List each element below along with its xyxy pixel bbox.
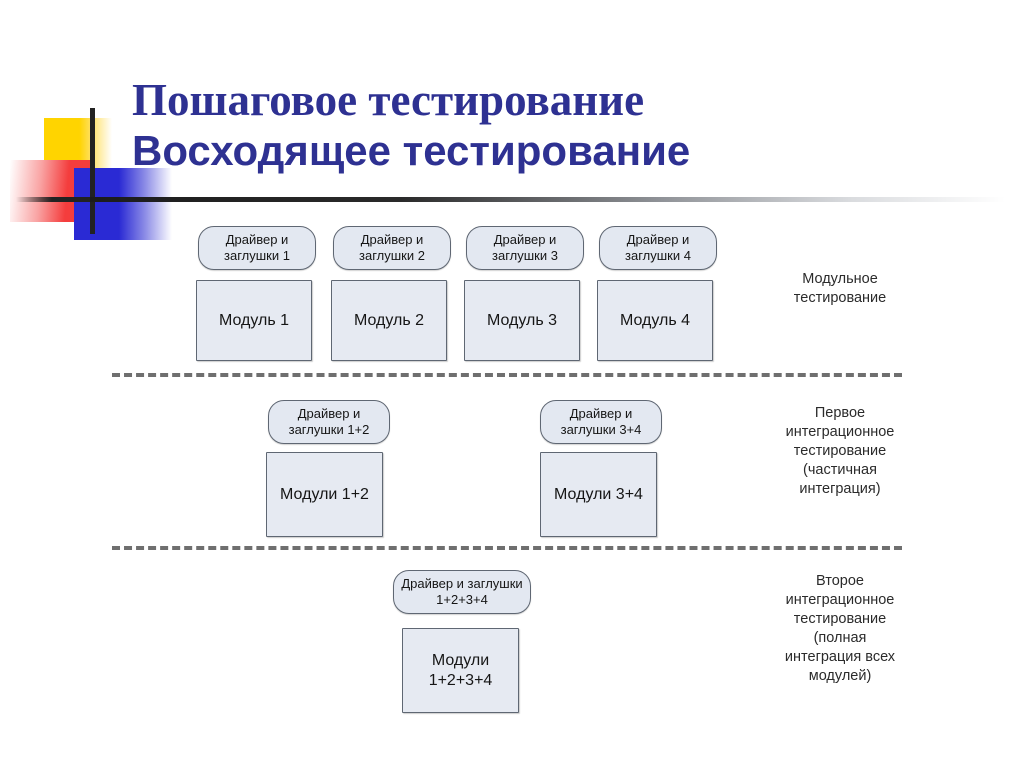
module-node[interactable]: Модули 1+2+3+4	[402, 628, 519, 713]
module-node[interactable]: Модуль 3	[464, 280, 580, 361]
decoration-horizontal-line-left	[16, 197, 96, 202]
driver-stub-node[interactable]: Драйвер и заглушки 4	[599, 226, 717, 270]
driver-stub-node[interactable]: Драйвер и заглушки 3	[466, 226, 584, 270]
driver-stub-node[interactable]: Драйвер и заглушки 1+2+3+4	[393, 570, 531, 614]
stage-caption-unit-testing: Модульное тестирование	[793, 271, 887, 306]
module-node[interactable]: Модули 3+4	[540, 452, 657, 537]
decoration-blue-square	[74, 168, 172, 240]
page-title: Пошаговое тестирование Восходящее тестир…	[132, 74, 892, 176]
driver-stub-node[interactable]: Драйвер и заглушки 2	[333, 226, 451, 270]
title-line-1: Пошаговое тестирование	[132, 75, 645, 125]
decoration-vertical-line	[90, 108, 95, 234]
stage-divider	[112, 373, 902, 377]
title-underline-rule	[90, 197, 1005, 202]
driver-stub-node[interactable]: Драйвер и заглушки 3+4	[540, 400, 662, 444]
module-node[interactable]: Модули 1+2	[266, 452, 383, 537]
title-line-2: Восходящее тестирование	[132, 127, 691, 174]
driver-stub-node[interactable]: Драйвер и заглушки 1+2	[268, 400, 390, 444]
module-node[interactable]: Модуль 4	[597, 280, 713, 361]
stage-caption-first-integration-testing: Первое интеграционное тестирование (част…	[785, 405, 895, 497]
module-node[interactable]: Модуль 1	[196, 280, 312, 361]
driver-stub-node[interactable]: Драйвер и заглушки 1	[198, 226, 316, 270]
stage-caption-second-integration-testing: Второе интеграционное тестирование (полн…	[784, 573, 896, 684]
module-node[interactable]: Модуль 2	[331, 280, 447, 361]
stage-divider	[112, 546, 902, 550]
